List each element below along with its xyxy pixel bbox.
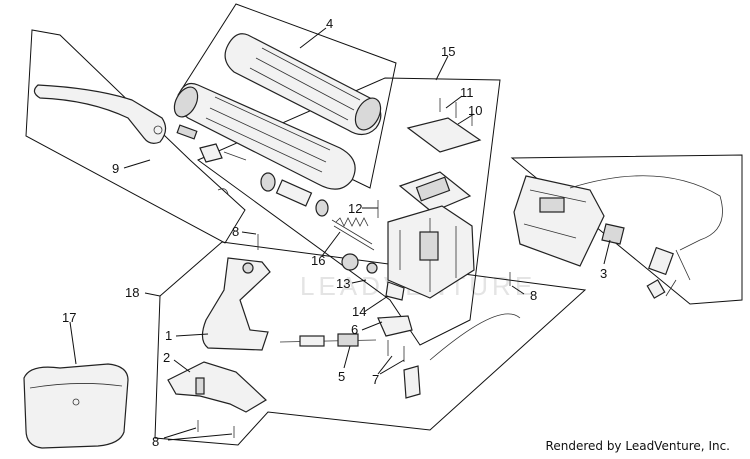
callout-9: 9 xyxy=(112,161,119,176)
master-cylinder-frame xyxy=(197,77,501,346)
brake-switch xyxy=(513,175,723,299)
callout-6: 6 xyxy=(351,322,358,337)
piston-kit xyxy=(260,172,378,274)
master-cylinder xyxy=(387,98,482,299)
switch-group-frame xyxy=(510,154,743,305)
callout-11: 11 xyxy=(460,85,474,100)
callout-17: 17 xyxy=(62,310,76,325)
callout-1: 1 xyxy=(165,328,172,343)
callout-16: 16 xyxy=(311,253,325,268)
lower-assembly-frame xyxy=(154,241,587,446)
callout-14: 14 xyxy=(352,304,366,319)
callout-18: 18 xyxy=(125,285,139,300)
callout-8-top: 8 xyxy=(232,224,239,239)
bracket-plate xyxy=(167,361,267,413)
cable-assembly xyxy=(279,281,521,399)
credit-text: Rendered by LeadVenture, Inc. xyxy=(545,439,730,453)
callout-7: 7 xyxy=(372,372,379,387)
callout-5: 5 xyxy=(338,369,345,384)
grip-right xyxy=(224,33,382,136)
callout-3: 3 xyxy=(600,266,607,281)
callout-10: 10 xyxy=(468,103,482,118)
callout-13: 13 xyxy=(336,276,350,291)
lever-group-frame xyxy=(25,29,246,244)
lever-bracket xyxy=(201,257,271,351)
screw-8c xyxy=(197,420,235,438)
callout-8-right: 8 xyxy=(530,288,537,303)
grip-left xyxy=(173,82,356,190)
reservoir-cover xyxy=(23,363,129,449)
brake-lever xyxy=(33,84,247,195)
callout-8-bottom: 8 xyxy=(152,434,159,449)
callout-2: 2 xyxy=(163,350,170,365)
callout-12: 12 xyxy=(348,201,362,216)
callout-4: 4 xyxy=(326,16,333,31)
leader-lines xyxy=(69,27,611,441)
callout-15: 15 xyxy=(441,44,455,59)
